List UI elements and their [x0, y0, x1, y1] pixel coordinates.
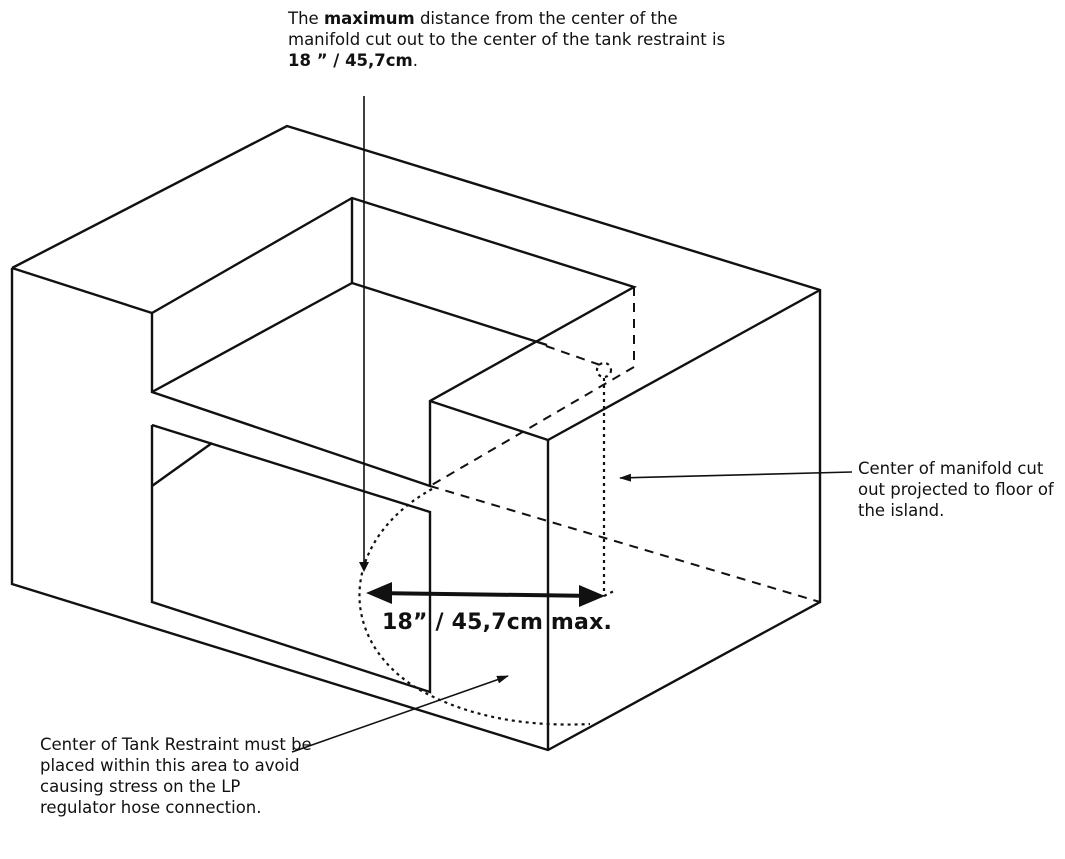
dimension-label: 18” / 45,7cm max. [382, 610, 613, 635]
allowed-area-arc [358, 488, 591, 726]
top-note-text-1: The [288, 9, 324, 28]
manifold-projection-note: Center of manifold cut out projected to … [858, 459, 1054, 520]
tank-restraint-note: Center of Tank Restraint must be placed … [40, 735, 312, 817]
front-opening [150, 423, 432, 694]
top-note-text-3: . [412, 51, 418, 70]
dimension-arrow [366, 582, 605, 607]
hidden-floor-edges [429, 345, 821, 603]
manifold-projection [595, 361, 617, 597]
top-note-bold-distance: 18 ” / 45,7cm [288, 51, 413, 70]
bottom-leader-line [291, 675, 509, 753]
top-note-text-2: distance from the center of the manifold… [288, 9, 726, 49]
top-note-bold-maximum: maximum [323, 9, 415, 28]
manifold-center-marker [595, 361, 613, 379]
top-recess [150, 196, 638, 488]
max-distance-note: The maximum distance from the center of … [288, 8, 728, 71]
right-leader-line [619, 471, 853, 482]
island-outline [10, 124, 822, 752]
